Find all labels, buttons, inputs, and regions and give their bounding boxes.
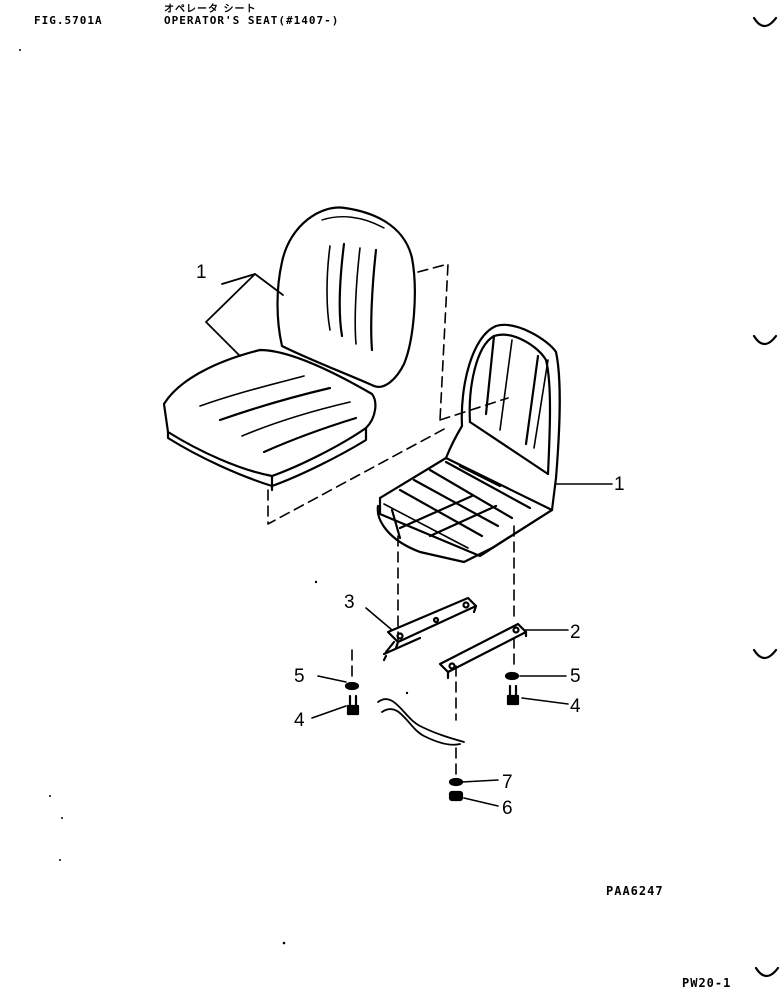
callout-2: 2 bbox=[570, 622, 581, 643]
callout-5-left: 5 bbox=[294, 666, 305, 687]
binder-hole-icon bbox=[752, 16, 778, 28]
callout-3: 3 bbox=[344, 592, 355, 613]
floor-mount-section bbox=[377, 698, 465, 746]
seat-rail-left bbox=[382, 596, 478, 662]
callout-1-frame: 1 bbox=[614, 474, 625, 495]
binder-hole-icon bbox=[752, 334, 778, 346]
callout-bracket bbox=[205, 273, 284, 357]
callout-7: 7 bbox=[502, 772, 513, 793]
callout-6: 6 bbox=[502, 798, 513, 819]
seat-back-cushion bbox=[276, 206, 416, 388]
leader-lines bbox=[311, 483, 613, 807]
washer-lower bbox=[448, 777, 464, 787]
seat-rail-right bbox=[438, 622, 528, 680]
figure-number: FIG.5701A bbox=[34, 14, 103, 27]
binder-hole-icon bbox=[754, 966, 780, 978]
bolt-left bbox=[346, 694, 360, 716]
scan-specks bbox=[19, 49, 409, 945]
callout-4-left: 4 bbox=[294, 710, 305, 731]
binder-hole-icon bbox=[752, 648, 778, 660]
callout-4-right: 4 bbox=[570, 696, 581, 717]
drawing-code: PAA6247 bbox=[606, 884, 664, 898]
nut bbox=[448, 790, 464, 802]
rail-alignment-lines bbox=[351, 525, 515, 781]
alignment-lines bbox=[267, 263, 509, 525]
callout-5-right: 5 bbox=[570, 666, 581, 687]
washer-left bbox=[344, 681, 360, 691]
washer-right bbox=[504, 671, 520, 681]
bolt-right bbox=[506, 684, 520, 706]
seat-bottom-cushion bbox=[162, 348, 377, 492]
page-number: PW20-1 bbox=[682, 976, 732, 990]
title-japanese: オペレータ シート bbox=[164, 4, 257, 15]
page-title: OPERATOR'S SEAT(#1407-) bbox=[164, 14, 340, 27]
callout-1-cushion: 1 bbox=[196, 262, 207, 283]
seat-frame bbox=[376, 323, 561, 564]
